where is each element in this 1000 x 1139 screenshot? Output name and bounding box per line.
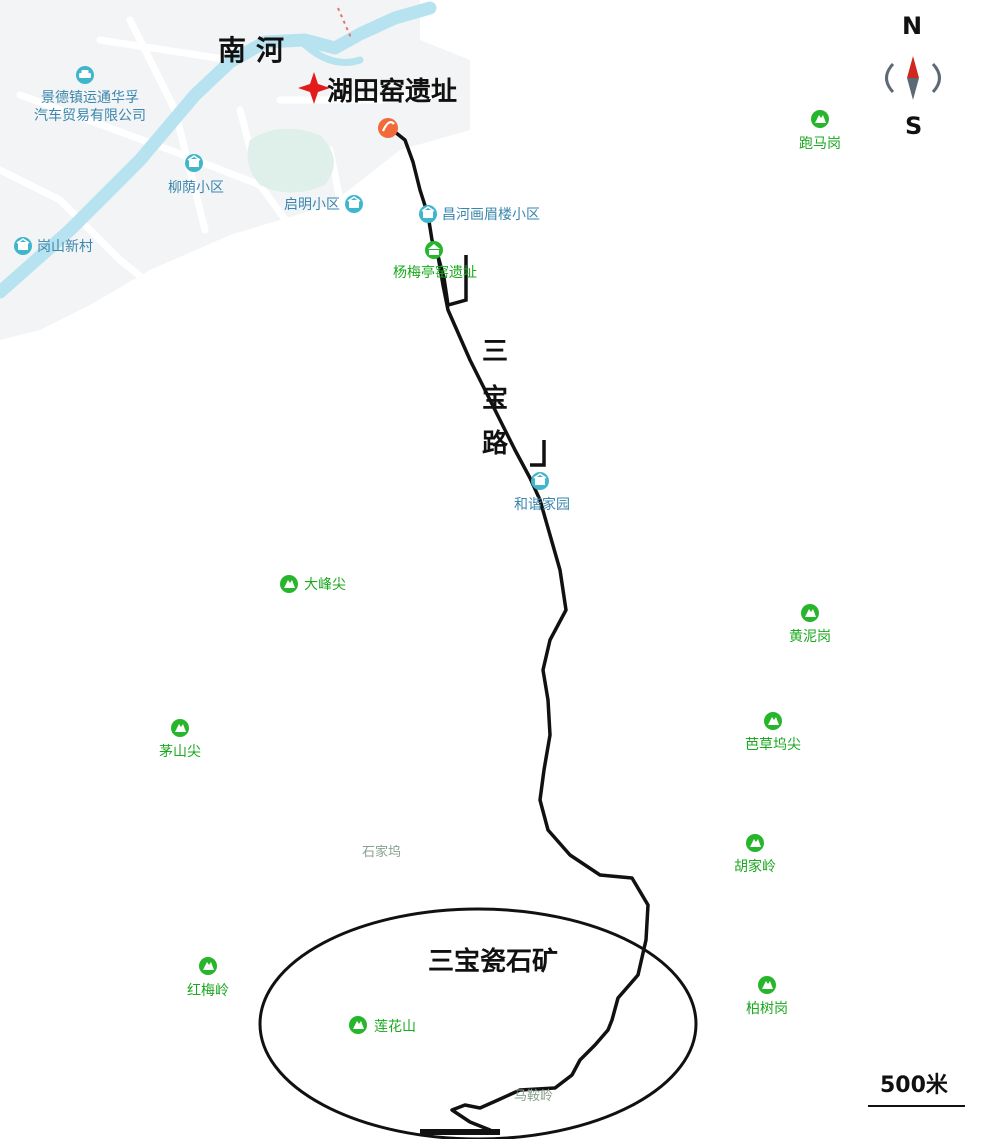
river-label: 南河 — [218, 34, 294, 67]
south-label: S — [905, 112, 922, 140]
building-icon — [14, 237, 32, 255]
poi-label: 景德镇运通华孚 — [41, 90, 139, 106]
scale-label: 500米 — [880, 1073, 949, 1098]
building-icon — [345, 195, 363, 213]
building-icon — [419, 205, 437, 223]
poi-hongmeiling[interactable]: 红梅岭 — [187, 957, 229, 999]
poi-label: 芭草坞尖 — [745, 736, 801, 753]
poi-huangnigang[interactable]: 黄泥岗 — [789, 604, 831, 645]
north-label: N — [902, 12, 922, 40]
mountain-icon — [280, 575, 298, 593]
start-site-label: 湖田窑遗址 — [327, 76, 457, 107]
poi-label: 大峰尖 — [304, 577, 346, 593]
mountain-icon — [199, 957, 217, 975]
mine-boundary — [258, 907, 698, 1139]
poi-label: 岗山新村 — [37, 239, 93, 255]
poi-bacaowujian[interactable]: 芭草坞尖 — [745, 712, 801, 753]
building-icon — [185, 154, 203, 172]
poi-label: 和谐家园 — [514, 496, 570, 513]
mountain-icon — [349, 1016, 367, 1034]
road-name-char-3: 路 — [482, 428, 509, 459]
road-name-char-2: 宝 — [482, 383, 508, 414]
poi-liuyin[interactable]: 柳荫小区 — [168, 154, 224, 196]
poi-qiming[interactable]: 启明小区 — [284, 195, 363, 213]
poi-hexie[interactable]: 和谐家园 — [514, 472, 570, 513]
poi-dafengjian[interactable]: 大峰尖 — [280, 575, 346, 593]
mountain-icon — [746, 834, 764, 852]
poi-paomagang[interactable]: 跑马岗 — [799, 110, 841, 152]
poi-label: 茅山尖 — [159, 744, 201, 760]
village-label: 石家坞 — [362, 844, 401, 860]
poi-label: 莲花山 — [374, 1019, 416, 1035]
poi-label: 杨梅亭窑遗址 — [393, 264, 477, 281]
start-site-marker[interactable] — [378, 118, 398, 138]
mountain-icon — [758, 976, 776, 994]
village-label: 马鞍岭 — [514, 1088, 553, 1104]
pond — [247, 128, 334, 193]
mountain-icon — [171, 719, 189, 737]
building-icon — [531, 472, 549, 490]
poi-maoshanjian[interactable]: 茅山尖 — [159, 719, 201, 760]
poi-gangshan[interactable]: 岗山新村 — [14, 237, 93, 255]
mountain-icon — [764, 712, 782, 730]
poi-label: 汽车贸易有限公司 — [34, 107, 146, 124]
mountain-icon — [811, 110, 829, 128]
river — [0, 1, 437, 299]
red-dash-road — [337, 7, 353, 41]
mountain-icon — [801, 604, 819, 622]
compass-icon: N S — [885, 12, 941, 140]
road-name-char-1: 三 — [482, 337, 508, 367]
poi-label: 柳荫小区 — [168, 179, 224, 196]
poi-yangmeiting[interactable]: 杨梅亭窑遗址 — [393, 241, 477, 281]
route-line — [388, 126, 650, 1132]
car-icon — [76, 66, 94, 84]
scale-bar: 500米 — [868, 1073, 965, 1107]
route-spur-2 — [530, 440, 546, 467]
poi-label: 启明小区 — [284, 197, 340, 213]
star-icon — [298, 72, 330, 104]
poi-label: 柏树岗 — [746, 1001, 788, 1017]
poi-label: 昌河画眉楼小区 — [442, 207, 540, 223]
poi-label: 黄泥岗 — [789, 628, 831, 645]
poi-changhe[interactable]: 昌河画眉楼小区 — [419, 205, 540, 223]
poi-label: 红梅岭 — [187, 983, 229, 999]
poi-label: 跑马岗 — [799, 136, 841, 152]
poi-hujialing[interactable]: 胡家岭 — [734, 834, 776, 875]
mine-label: 三宝瓷石矿 — [428, 946, 558, 977]
poi-label: 胡家岭 — [734, 858, 776, 875]
poi-baishugang[interactable]: 柏树岗 — [746, 976, 788, 1017]
route-spur-1 — [436, 255, 468, 308]
heritage-icon — [425, 241, 443, 259]
river-branch — [296, 36, 364, 66]
poi-lianhuashan[interactable]: 莲花山 — [349, 1016, 416, 1035]
